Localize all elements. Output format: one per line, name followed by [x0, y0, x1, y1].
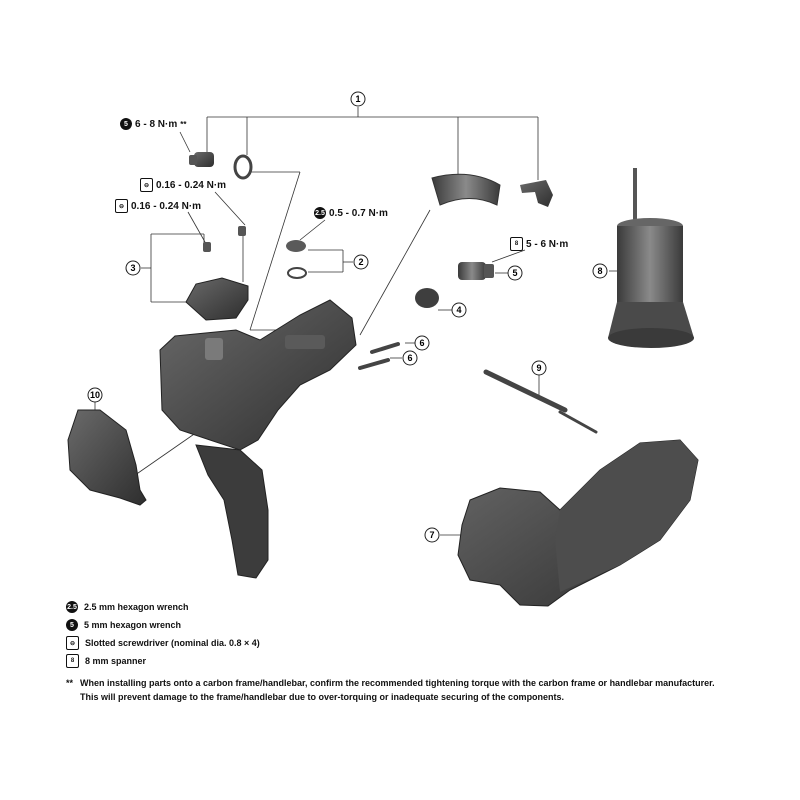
- note-line-2: This will prevent damage to the frame/ha…: [80, 692, 565, 702]
- svg-text:8: 8: [597, 266, 602, 276]
- tool-legend: 2.5 2.5 mm hexagon wrench 5 5 mm hexagon…: [66, 598, 766, 670]
- spanner-icon: 8: [510, 237, 523, 251]
- torque-value-3: 0.16 - 0.24 N·m: [131, 200, 202, 212]
- part-label-2: 2: [353, 254, 369, 270]
- svg-text:7: 7: [429, 530, 434, 540]
- part-label-6a: 6: [414, 335, 430, 351]
- part-1-clamp-bolt: [520, 180, 553, 207]
- torque-value-5: 5 - 6 N·m: [526, 238, 569, 250]
- torque-callout-1: 5 6 - 8 N·m**: [120, 118, 186, 130]
- part-label-9: 9: [531, 360, 547, 376]
- part-1-clamp-band: [431, 173, 501, 206]
- legend-row: ⊖ Slotted screwdriver (nominal dia. 0.8 …: [66, 634, 766, 652]
- hex-wrench-5mm-icon: 5: [120, 118, 132, 130]
- torque-mark-1: **: [180, 119, 187, 129]
- svg-text:10: 10: [90, 390, 100, 400]
- svg-text:3: 3: [130, 263, 135, 273]
- torque-value-2: 0.16 - 0.24 N·m: [156, 179, 227, 191]
- legend-label: Slotted screwdriver (nominal dia. 0.8 × …: [85, 638, 260, 648]
- part-label-6b: 6: [402, 350, 418, 366]
- torque-callout-2: ⊖ 0.16 - 0.24 N·m: [140, 178, 226, 192]
- screwdriver-icon: ⊖: [140, 178, 153, 192]
- svg-text:4: 4: [456, 305, 461, 315]
- hex-wrench-5mm-icon: 5: [66, 619, 78, 631]
- svg-text:2: 2: [358, 257, 363, 267]
- hex-wrench-2-5mm-icon: 2.5: [66, 601, 78, 613]
- svg-text:1: 1: [355, 94, 360, 104]
- torque-callout-4: 2.5 0.5 - 0.7 N·m: [314, 207, 388, 219]
- note-marker: **: [66, 678, 74, 688]
- screwdriver-icon: ⊖: [115, 199, 128, 213]
- hex-wrench-2-5mm-icon: 2.5: [314, 207, 326, 219]
- spanner-icon: 8: [66, 654, 79, 668]
- part-label-4: 4: [451, 302, 467, 318]
- legend-label: 2.5 mm hexagon wrench: [84, 602, 189, 612]
- part-8-tool: [608, 168, 694, 348]
- part-10-hood-cover: [67, 409, 147, 506]
- torque-value-4: 0.5 - 0.7 N·m: [329, 207, 388, 219]
- carbon-warning-note: ** When installing parts onto a carbon f…: [66, 676, 766, 704]
- part-1-washer: [233, 154, 253, 180]
- part-1-bolt: [189, 152, 214, 167]
- legend-row: 8 8 mm spanner: [66, 652, 766, 670]
- svg-text:6: 6: [407, 353, 412, 363]
- screwdriver-icon: ⊖: [66, 636, 79, 650]
- part-4-bushing: [415, 288, 439, 308]
- part-label-5: 5: [507, 265, 523, 281]
- legend-label: 5 mm hexagon wrench: [84, 620, 182, 630]
- leader-lines: [94, 107, 618, 536]
- note-line-1: When installing parts onto a carbon fram…: [80, 678, 715, 688]
- part-label-3: 3: [125, 260, 141, 276]
- part-9-tool: [483, 369, 598, 434]
- svg-text:9: 9: [536, 363, 541, 373]
- part-lever-body: [159, 299, 357, 579]
- part-label-10: 10: [87, 387, 103, 403]
- part-label-1: 1: [350, 91, 366, 107]
- part-5-nut: [458, 262, 494, 280]
- torque-callout-5: 8 5 - 6 N·m: [510, 237, 568, 251]
- svg-text:5: 5: [512, 268, 517, 278]
- part-label-7: 7: [424, 527, 440, 543]
- part-2-oring: [287, 267, 307, 279]
- part-3-screws: [203, 226, 246, 252]
- legend-row: 2.5 2.5 mm hexagon wrench: [66, 598, 766, 616]
- part-6-pins: [358, 342, 400, 370]
- part-2-cap: [286, 240, 306, 252]
- torque-callout-3: ⊖ 0.16 - 0.24 N·m: [115, 199, 201, 213]
- svg-text:6: 6: [419, 338, 424, 348]
- torque-value-1: 6 - 8 N·m: [135, 118, 178, 130]
- legend-row: 5 5 mm hexagon wrench: [66, 616, 766, 634]
- part-3-cover: [185, 277, 249, 321]
- part-7-hood: [457, 439, 699, 607]
- part-label-8: 8: [592, 263, 608, 279]
- legend-label: 8 mm spanner: [85, 656, 147, 666]
- part-number-labels: 1 2 3 4 5 6 6 7 8 9 10: [87, 91, 608, 543]
